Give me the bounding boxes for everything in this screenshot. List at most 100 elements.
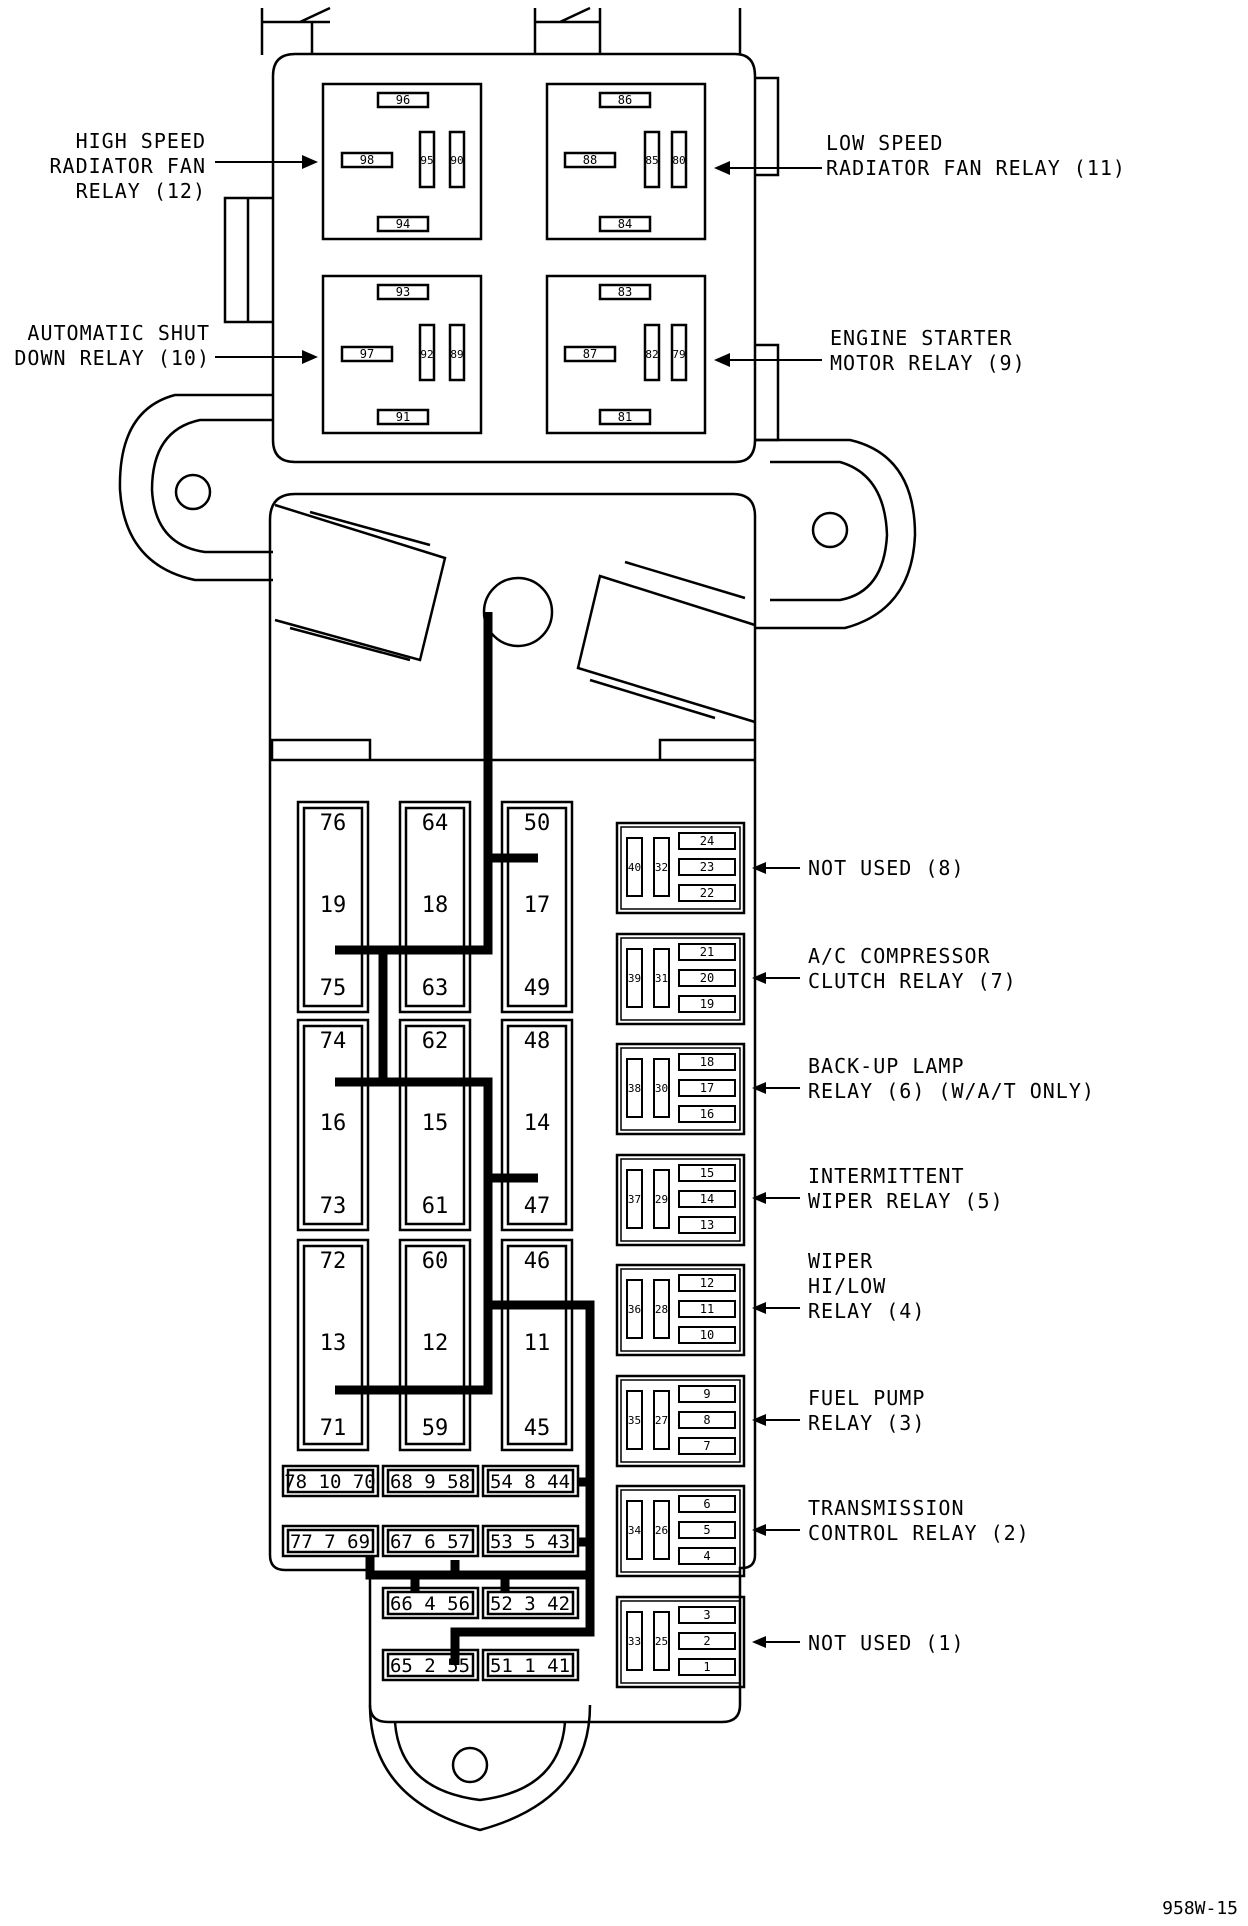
top-relay-callouts: HIGH SPEED RADIATOR FAN RELAY (12) LOW S… <box>14 129 1126 375</box>
fuse-number: 62 <box>422 1029 449 1054</box>
pin-label: 9 <box>703 1387 710 1401</box>
bottom-mounting-hole <box>451 1746 489 1784</box>
callout-high-speed-radiator-fan-line1: HIGH SPEED <box>76 129 206 153</box>
fuse-row-label: 67 6 57 <box>390 1531 470 1553</box>
pin-label: 39 <box>628 972 641 985</box>
pin-label: 85 <box>645 154 658 167</box>
fuse-number: 50 <box>524 811 551 836</box>
pin-label: 10 <box>700 1328 714 1342</box>
callout-automatic-shut-down-line2: DOWN RELAY (10) <box>14 346 210 370</box>
body-divider <box>270 738 755 762</box>
callout-wiper-hi-low-line1: WIPER <box>808 1249 873 1273</box>
callout-low-speed-radiator-fan-line2: RADIATOR FAN RELAY (11) <box>826 156 1126 180</box>
pin-label: 86 <box>618 93 632 107</box>
pin-label: 18 <box>700 1055 714 1069</box>
fuse-number: 15 <box>422 1111 449 1136</box>
side-relay-callouts: NOT USED (8) A/C COMPRESSOR CLUTCH RELAY… <box>808 856 1095 1655</box>
callout-wiper-hi-low-line2: HI/LOW <box>808 1274 886 1298</box>
callout-high-speed-radiator-fan-line3: RELAY (12) <box>76 179 206 203</box>
arrowheads <box>302 155 766 1648</box>
pin-label: 40 <box>628 861 641 874</box>
callout-intermittent-wiper-line1: INTERMITTENT <box>808 1164 965 1188</box>
pin-label: 28 <box>655 1303 668 1316</box>
pin-label: 89 <box>450 348 463 361</box>
fuse-number: 49 <box>524 976 551 1001</box>
pin-label: 7 <box>703 1439 710 1453</box>
pin-label: 11 <box>700 1302 714 1316</box>
right-angled-connector <box>576 560 756 724</box>
fuse-number: 72 <box>320 1249 347 1274</box>
top-connector-tabs <box>260 6 742 55</box>
pin-label: 80 <box>672 154 685 167</box>
pin-label: 35 <box>628 1414 641 1427</box>
fuse-number: 61 <box>422 1194 449 1219</box>
relay-low-speed-radiator-fan <box>545 82 707 241</box>
callout-back-up-lamp-line2: RELAY (6) (W/A/T ONLY) <box>808 1079 1095 1103</box>
pin-label: 17 <box>700 1081 714 1095</box>
fuse-number: 19 <box>320 893 347 918</box>
pin-label: 20 <box>700 971 714 985</box>
fuse-row-label: 51 1 41 <box>490 1655 570 1677</box>
callout-fuel-pump-line1: FUEL PUMP <box>808 1386 925 1410</box>
pin-label: 26 <box>655 1524 668 1537</box>
callout-engine-starter-motor-line1: ENGINE STARTER <box>830 326 1013 350</box>
pin-label: 31 <box>655 972 668 985</box>
fuse-number: 64 <box>422 811 449 836</box>
callout-ac-compressor-line1: A/C COMPRESSOR <box>808 944 991 968</box>
pin-label: 83 <box>618 285 632 299</box>
center-grommet <box>482 576 554 648</box>
pin-label: 84 <box>618 217 632 231</box>
left-mounting-ear <box>118 393 273 582</box>
pin-label: 93 <box>396 285 410 299</box>
fuse-number: 74 <box>320 1029 347 1054</box>
fuse-number: 47 <box>524 1194 551 1219</box>
fuse-number: 46 <box>524 1249 551 1274</box>
bottom-mount <box>368 1704 592 1832</box>
fuse-row-label: 78 10 70 <box>284 1471 376 1493</box>
fuse-number: 16 <box>320 1111 347 1136</box>
right-side-tabs <box>755 76 780 442</box>
callout-automatic-shut-down-line1: AUTOMATIC SHUT <box>27 321 210 345</box>
fuse-row-label: 77 7 69 <box>290 1531 370 1553</box>
pin-label: 34 <box>628 1524 642 1537</box>
fuse-number: 11 <box>524 1331 551 1356</box>
main-body <box>268 492 757 1724</box>
fuse-column-right <box>500 800 574 1452</box>
pin-label: 25 <box>655 1635 668 1648</box>
pin-label: 22 <box>700 886 714 900</box>
pin-label: 88 <box>583 153 597 167</box>
right-mounting-ear <box>755 438 917 630</box>
pin-label: 8 <box>703 1413 710 1427</box>
fuse-column-left <box>296 800 370 1452</box>
top-relay-housing <box>271 52 757 464</box>
fuse-number: 13 <box>320 1331 347 1356</box>
fuse-row-label: 54 8 44 <box>490 1471 570 1493</box>
fuse-number: 48 <box>524 1029 551 1054</box>
pin-label: 5 <box>703 1523 710 1537</box>
callout-engine-starter-motor-line2: MOTOR RELAY (9) <box>830 351 1026 375</box>
pin-label: 97 <box>360 347 374 361</box>
fuse-column-numbers: 76 19 75 74 16 73 72 13 71 64 18 63 62 1… <box>320 811 551 1441</box>
left-mounting-hole <box>174 473 212 511</box>
pin-label: 91 <box>396 410 410 424</box>
fuse-column-middle <box>398 800 472 1452</box>
fuse-number: 14 <box>524 1111 551 1136</box>
fuse-row-label: 68 9 58 <box>390 1471 470 1493</box>
pin-label: 14 <box>700 1192 714 1206</box>
pin-label: 36 <box>628 1303 641 1316</box>
callout-low-speed-radiator-fan-line1: LOW SPEED <box>826 131 943 155</box>
fuse-row-label: 65 2 55 <box>390 1655 470 1677</box>
pin-label: 90 <box>450 154 463 167</box>
pin-label: 98 <box>360 153 374 167</box>
callout-not-used-8: NOT USED (8) <box>808 856 965 880</box>
fuse-number: 18 <box>422 893 449 918</box>
fuse-number: 76 <box>320 811 347 836</box>
